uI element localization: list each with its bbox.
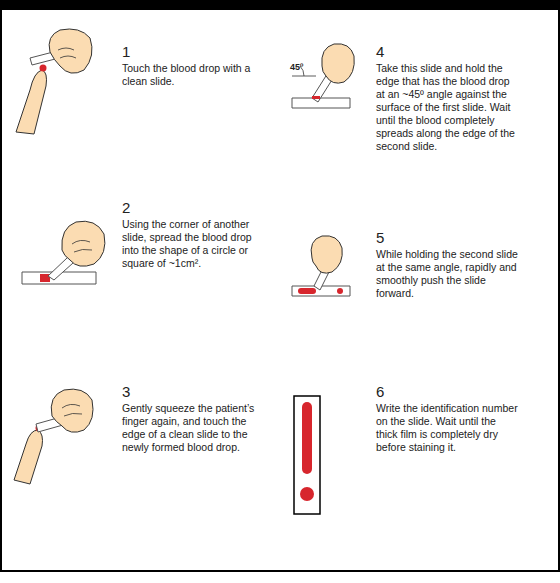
- blood-spot: [337, 288, 343, 294]
- step-number: 5: [376, 230, 518, 246]
- thick-film: [300, 487, 314, 501]
- blood-line: [312, 96, 320, 99]
- thin-film: [302, 402, 312, 474]
- blood-drop: [40, 65, 47, 72]
- step-number: 1: [122, 44, 252, 60]
- step-text: Write the identification number on the s…: [376, 402, 518, 454]
- step-number: 3: [122, 384, 257, 400]
- slide: [294, 396, 320, 514]
- step-number: 2: [122, 200, 257, 216]
- top-bar: [0, 0, 560, 10]
- hand-detail: [62, 404, 82, 416]
- frame: [1, 1, 559, 571]
- step-text: While holding the second slide at the sa…: [376, 248, 518, 300]
- step-text: Using the corner of another slide, sprea…: [122, 218, 257, 270]
- step-number: 4: [376, 44, 518, 60]
- step-text: Gently squeeze the patient’s finger agai…: [122, 402, 257, 454]
- angle-label: 45º: [290, 62, 320, 72]
- hand: [49, 29, 92, 73]
- hand: [62, 221, 105, 266]
- finger: [16, 70, 47, 134]
- step-text: Touch the blood drop with a clean slide.: [122, 62, 252, 88]
- hand: [311, 236, 342, 273]
- step-number: 6: [376, 384, 518, 400]
- slide: [292, 98, 350, 108]
- hand-detail: [58, 48, 76, 58]
- step-text: Take this slide and hold the edge that h…: [376, 62, 518, 153]
- blood-smear: [298, 288, 316, 294]
- hand-detail: [72, 240, 92, 252]
- finger: [14, 430, 43, 484]
- hand: [51, 389, 93, 432]
- hand: [322, 44, 355, 83]
